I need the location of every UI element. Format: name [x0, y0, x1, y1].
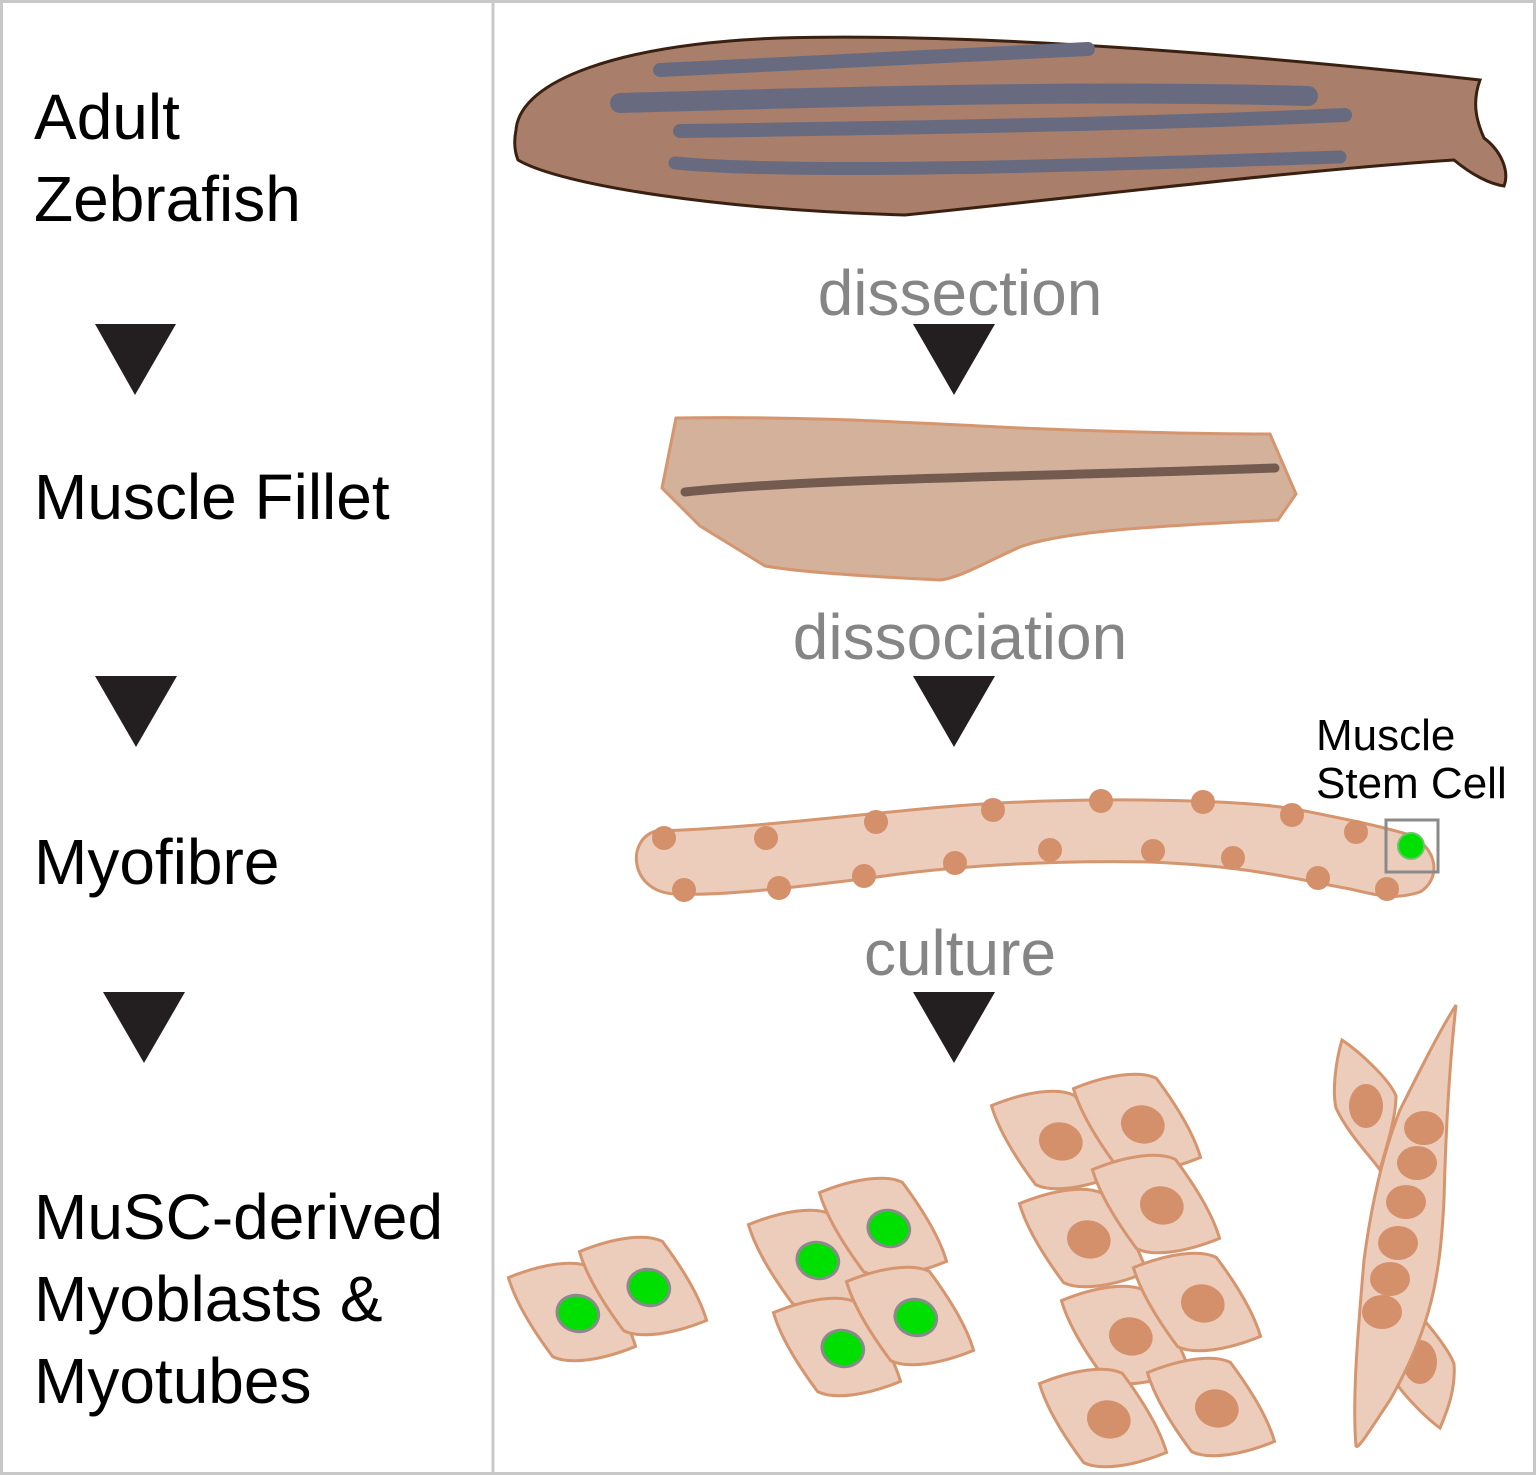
myotube-chain-nucleus: [1362, 1295, 1402, 1329]
fish-stripe-4: [668, 150, 1347, 176]
myoblast-cell: [1131, 1251, 1263, 1353]
myotube-chain-nucleus: [1378, 1226, 1418, 1260]
fillet-body: [660, 416, 1298, 582]
myoblast-nucleus: [1066, 1220, 1111, 1259]
myotubes-illustration: [1332, 1004, 1458, 1448]
dissection-arrow: [913, 324, 995, 395]
myoblast-nucleus: [1120, 1105, 1165, 1144]
stage-label-myofibre: Myofibre: [34, 826, 280, 898]
myofibre-nucleus: [672, 878, 696, 902]
myoblast-stem-nucleus: [866, 1208, 912, 1249]
myoblast-stem-nucleus: [795, 1240, 841, 1281]
myofibre-nucleus: [1038, 838, 1062, 862]
myoblast-green-cell: [844, 1265, 976, 1367]
myofibre-nucleus: [864, 810, 888, 834]
stage-label-adult-zebrafish: Adult Zebrafish: [34, 81, 301, 235]
myofibre-nucleus: [1375, 877, 1399, 901]
myoblast-stem-nucleus: [555, 1293, 601, 1334]
muscle-fillet-illustration: [660, 416, 1298, 582]
myofibre-nucleus: [852, 864, 876, 888]
muscle-stem-cell-label: Muscle Stem Cell: [1316, 711, 1507, 808]
myofibre-nuclei: [652, 789, 1399, 902]
myofibre-nucleus: [754, 826, 778, 850]
myofibre-nucleus: [1141, 839, 1165, 863]
myoblast-nucleus: [1180, 1284, 1225, 1323]
left-arrow-2: [95, 676, 177, 747]
fish-stripe-1: [653, 42, 1095, 77]
myoblast-green-cell: [577, 1235, 709, 1337]
myoblast-nucleus: [1194, 1389, 1239, 1428]
myotube-chain-nucleus: [1397, 1146, 1437, 1180]
myofibre-nucleus: [1306, 866, 1330, 890]
culture-arrow: [913, 992, 995, 1063]
myotube-nuclei: [1362, 1111, 1444, 1329]
myofibre-nucleus: [1280, 803, 1304, 827]
myoblast-cell: [1037, 1367, 1169, 1469]
myoblast-cell: [1071, 1072, 1203, 1174]
stage-label-muscle-fillet: Muscle Fillet: [34, 461, 390, 533]
myofibre-nucleus: [943, 851, 967, 875]
left-arrow-1: [95, 324, 176, 395]
myoblast-nucleus: [1108, 1317, 1153, 1356]
myoblast-nucleus: [1038, 1122, 1083, 1161]
zebrafish-illustration: [513, 35, 1508, 217]
dissociation-arrow: [913, 676, 995, 747]
myotube-chain-nucleus: [1386, 1185, 1426, 1219]
myofibre-nucleus: [981, 798, 1005, 822]
fish-stripe-2: [610, 83, 1318, 113]
myofibre-nucleus: [1221, 846, 1245, 870]
step-label-dissection: dissection: [817, 257, 1103, 329]
myotube-nucleus: [1349, 1084, 1383, 1128]
myotube-chain-nucleus: [1370, 1262, 1410, 1296]
left-arrow-3: [103, 992, 185, 1063]
myoblast-nucleus: [1086, 1400, 1131, 1439]
myofibre-nucleus: [1089, 789, 1113, 813]
myofibre-nucleus: [1191, 790, 1215, 814]
myoblast-stem-nucleus: [626, 1267, 672, 1308]
myoblast-nucleus: [1139, 1186, 1184, 1225]
myoblast-cell: [1145, 1356, 1277, 1458]
stage-label-musc-derived: MuSC-derived Myoblasts & Myotubes: [34, 1181, 444, 1417]
muscle-stem-cell: [1397, 832, 1425, 860]
myoblast-cell: [1090, 1153, 1222, 1255]
cultured-myoblasts: [506, 1072, 1277, 1469]
myoblast-stem-nucleus: [820, 1328, 866, 1369]
step-label-culture: culture: [863, 917, 1057, 989]
fillet-stripe: [680, 463, 1280, 497]
myoblast-stem-nucleus: [893, 1297, 939, 1338]
stem-cell-highlight-box: [1384, 818, 1440, 874]
step-label-dissociation: dissociation: [792, 601, 1128, 673]
myofibre-nucleus: [767, 876, 791, 900]
fish-stripe-3: [673, 108, 1352, 138]
myofibre-nucleus: [652, 826, 676, 850]
myofibre-illustration: [634, 789, 1440, 902]
myofibre-nucleus: [1344, 820, 1368, 844]
myoblast-green-cell: [817, 1176, 949, 1278]
myotube-chain-nucleus: [1404, 1111, 1444, 1145]
